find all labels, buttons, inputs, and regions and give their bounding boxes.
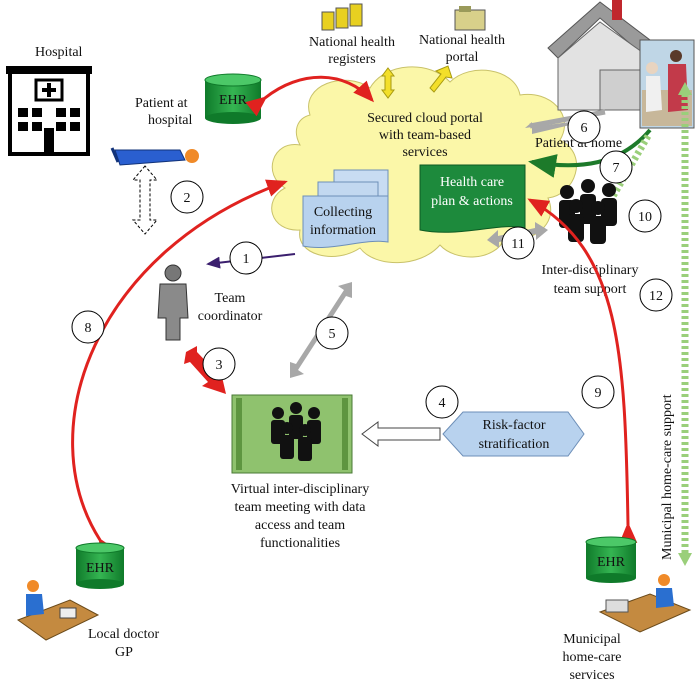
health-care-plan-box [419,164,526,233]
ehr-gp-label: EHR [86,561,115,576]
arrow-7 [528,128,652,178]
patient-hospital-label-2: hospital [148,113,192,128]
step-6-circle [567,110,601,144]
municipal-support-label: Municipal home-care support [660,394,675,560]
risk-label-2: stratification [479,437,550,452]
coordinator-label-1: Team [215,291,246,306]
arrow-municipal-support [678,82,692,566]
step-10-circle [628,199,662,233]
municipal-label-2: home-care [562,650,621,665]
risk-label-1: Risk-factor [483,418,546,433]
step-markers [71,110,673,419]
step-1-number: 1 [243,252,250,267]
team-coordinator-icon [157,264,189,341]
step-9-circle [581,375,615,409]
step-7-number: 7 [613,161,620,176]
step-8-circle [71,310,105,344]
municipal-label-3: services [569,668,614,683]
house-icon [547,0,651,111]
step-9-number: 9 [595,386,602,401]
step-2-circle [170,180,204,214]
interdisciplinary-label-2: team support [554,282,627,297]
collecting-label-2: information [310,223,376,238]
step-7-circle [599,150,633,184]
step-11-circle [501,226,535,260]
yellow-arrows [381,65,453,99]
step-3-number: 3 [216,358,223,373]
lying-patient-icon [110,147,199,166]
patient-hospital-label-1: Patient at [135,96,188,111]
collecting-label-1: Collecting [314,205,372,220]
ehr-gp-icon [75,542,125,589]
hospital-label: Hospital [35,45,83,60]
meeting-label-4: functionalities [260,536,340,551]
dotted-arrow-2 [131,165,159,235]
plan-label-1: Health care [440,175,504,190]
portal-icon [454,6,486,31]
arrow-4 [361,421,441,447]
interdisciplinary-label-1: Inter-disciplinary [542,263,639,278]
coordinator-label-2: coordinator [198,309,263,324]
registers-icon [321,3,363,31]
step-2-number: 2 [184,191,191,206]
step-3-circle [202,347,236,381]
portal-label-2: portal [446,50,479,65]
step-12-circle [639,278,673,312]
team-icon [559,179,617,244]
municipal-worker-icon [598,574,692,633]
ehr-hospital-label: EHR [219,93,248,108]
municipal-label-1: Municipal [563,632,621,647]
cloud-label-1: Secured cloud portal [367,111,483,126]
step-5-number: 5 [329,327,336,342]
step-4-circle [425,385,459,419]
local-doctor-label-1: Local doctor [88,627,159,642]
patient-home-label: Patient at home [535,136,622,151]
step-5-circle [315,316,349,350]
meeting-label-1: Virtual inter-disciplinary [231,482,369,497]
ehr-municipal-icon [585,536,637,583]
plan-label-2: plan & actions [431,194,513,209]
portal-label-1: National health [419,33,505,48]
cloud-label-3: services [402,145,447,160]
step-6-number: 6 [581,121,588,136]
registers-label-2: registers [328,52,375,67]
step-1-circle [229,241,263,275]
local-doctor-icon [16,580,100,641]
registers-label-1: National health [309,35,395,50]
step-10-number: 10 [638,210,652,225]
collecting-information-docs [302,169,389,249]
hospital-icon [6,66,92,156]
local-doctor-label-2: GP [115,645,133,660]
arrow-8 [71,179,288,561]
step-8-number: 8 [85,321,92,336]
step-12-number: 12 [649,289,663,304]
meeting-label-3: access and team [255,518,345,533]
step-11-number: 11 [511,237,524,252]
cloud-label-2: with team-based [379,128,471,143]
arrow-9 [527,198,638,544]
ehr-municipal-label: EHR [597,555,626,570]
step-4-number: 4 [439,396,446,411]
arrow-ehr-cloud [245,75,375,117]
meeting-label-2: team meeting with data [234,500,366,515]
